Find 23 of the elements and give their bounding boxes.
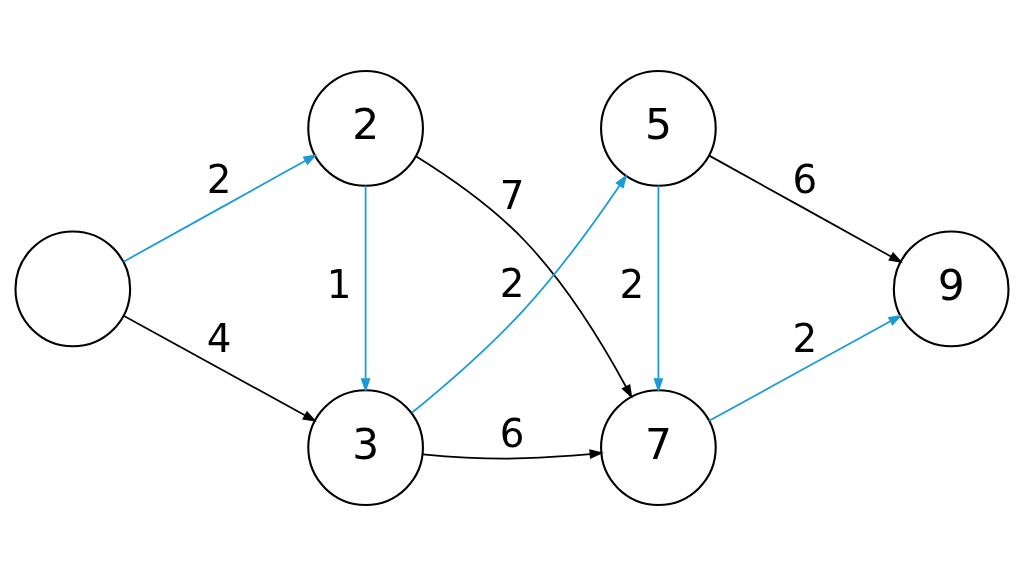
node-circle: 9 — [892, 230, 1010, 348]
edge-label: 2 — [206, 156, 232, 202]
arrow — [122, 314, 317, 422]
node-circle: 7 — [600, 389, 717, 506]
arrow — [422, 449, 604, 460]
arrow — [653, 184, 664, 393]
edge-label: 2 — [792, 315, 818, 361]
edge-label: 1 — [326, 261, 352, 307]
node-circle — [14, 230, 132, 348]
node-circle: 2 — [307, 70, 424, 187]
arrow — [122, 154, 318, 263]
edge-label: 2 — [619, 261, 645, 307]
edge-label: 6 — [499, 410, 525, 456]
node-circle: 3 — [307, 389, 424, 506]
edge-label: 6 — [792, 156, 818, 202]
arrow — [708, 314, 903, 422]
edge-label: 2 — [499, 261, 525, 306]
edge-label: 4 — [206, 315, 232, 361]
arrow — [415, 155, 633, 399]
edge-label: 7 — [499, 172, 525, 218]
arrow — [411, 174, 628, 414]
arrow — [360, 184, 371, 393]
arrow — [708, 154, 903, 264]
